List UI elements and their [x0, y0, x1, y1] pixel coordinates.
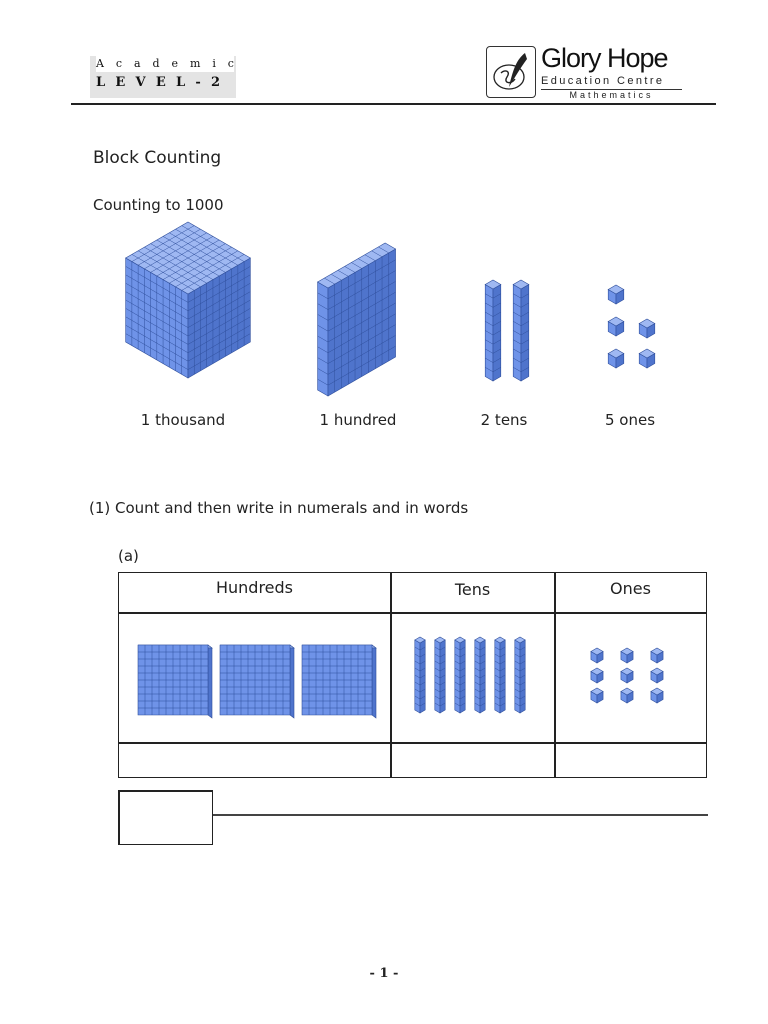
hundred-flat — [219, 644, 295, 719]
table-divider — [554, 573, 556, 777]
one-cube — [620, 687, 634, 704]
logo-emblem — [486, 46, 536, 98]
hundred-flat — [137, 644, 213, 719]
one-cube — [590, 647, 604, 664]
thousand-cube — [125, 221, 251, 379]
table-divider — [119, 742, 706, 744]
level-label: L E V E L - 2 — [96, 75, 220, 90]
ten-rod — [514, 636, 526, 714]
table-divider — [390, 573, 392, 777]
one-cube — [638, 318, 656, 339]
exercise-question: (1) Count and then write in numerals and… — [89, 499, 469, 517]
one-cube — [620, 667, 634, 684]
academic-level-badge: A c a d e m i c L E V E L - 2 — [90, 56, 236, 98]
hundred-flat — [301, 644, 377, 719]
one-cube — [607, 316, 625, 337]
header-hundreds: Hundreds — [215, 578, 294, 597]
ten-rod — [414, 636, 426, 714]
academic-label: A c a d e m i c — [96, 56, 234, 72]
page-number: - 1 - — [369, 966, 399, 981]
exercise-part-label: (a) — [118, 547, 139, 565]
one-cube — [607, 284, 625, 305]
one-cube — [650, 667, 664, 684]
logo-subject: Mathematics — [569, 90, 654, 100]
words-answer-line[interactable] — [213, 814, 708, 816]
base-ten-blocks-illustration — [125, 221, 656, 397]
place-value-table: Hundreds Tens Ones — [118, 572, 707, 778]
page-title: Block Counting — [93, 148, 222, 168]
logo-name: Glory Hope — [541, 43, 669, 73]
ten-rod — [512, 279, 530, 382]
one-cube — [620, 647, 634, 664]
page-subtitle: Counting to 1000 — [93, 196, 224, 214]
one-cube — [650, 647, 664, 664]
numeral-answer-box[interactable] — [118, 790, 213, 845]
ten-rod — [494, 636, 506, 714]
ten-rod — [484, 279, 502, 382]
one-cube — [638, 348, 656, 369]
hundred-flat — [317, 242, 397, 397]
header-tens: Tens — [454, 580, 491, 599]
block-label-tens: 2 tens — [480, 411, 528, 429]
feather-logo-icon — [493, 53, 527, 90]
table-divider — [119, 612, 706, 614]
ten-rod — [454, 636, 466, 714]
logo-subtitle: Education Centre — [541, 74, 682, 90]
one-cube — [590, 667, 604, 684]
block-label-hundred: 1 hundred — [319, 411, 397, 429]
ten-rod — [474, 636, 486, 714]
one-cube — [650, 687, 664, 704]
ten-rod — [434, 636, 446, 714]
header-ones: Ones — [610, 579, 651, 598]
header-divider — [71, 103, 716, 105]
block-label-thousand: 1 thousand — [140, 411, 226, 429]
one-cube — [607, 348, 625, 369]
one-cube — [590, 687, 604, 704]
block-label-ones: 5 ones — [604, 411, 656, 429]
